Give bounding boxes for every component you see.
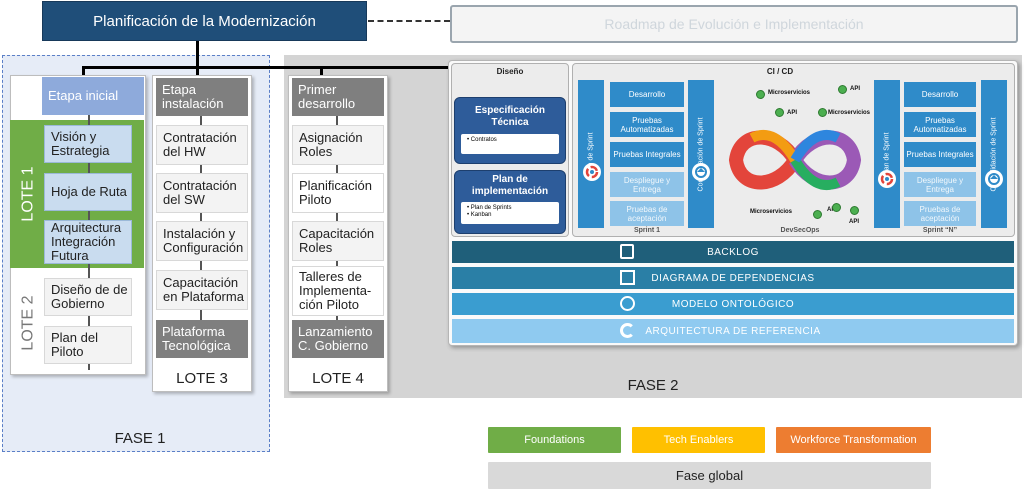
card-planificacion-piloto: Planificación Piloto (292, 173, 384, 213)
connector-horizontal (82, 66, 462, 69)
roadmap-title: Roadmap de Evolución e Implementación (450, 5, 1018, 43)
architecture-icon (620, 323, 635, 338)
card-diseno-gobierno: Diseño de de Gobierno (44, 278, 132, 316)
micro-label-2: Microservicios (828, 110, 871, 116)
micro-dot-2 (818, 108, 827, 117)
connector-col1 (82, 66, 85, 78)
card-plan-piloto: Plan del Piloto (44, 326, 132, 364)
cycle-icon (583, 163, 601, 181)
micro-label-3: Microservicios (750, 209, 793, 215)
ontology-icon (620, 296, 635, 311)
api-dot-2 (775, 108, 784, 117)
cicd-title: CI / CD (766, 67, 794, 76)
plan-title: Plan de implementación (471, 174, 549, 197)
api-label-1: API (850, 86, 861, 92)
dependencies-icon (620, 270, 635, 285)
devsecops-label: DevSecOps (780, 227, 820, 234)
sprintn-pruebas-integrales: Pruebas Integrales (904, 142, 976, 167)
card-instalacion: Instalación y Configuración (156, 221, 248, 261)
sprintn-aceptacion: Pruebas de aceptación (904, 201, 976, 226)
micro-dot-1 (756, 90, 765, 99)
card-vision: Visión y Estrategia (44, 125, 132, 163)
col4-footer: Lanzamiento C. Gobierno (292, 320, 384, 358)
sprint1-despliegue: Despliegue y Entrega (610, 172, 684, 197)
card-contratacion-sw: Contratación del SW (156, 173, 248, 213)
sprint1-label: Sprint 1 (633, 227, 661, 234)
sync-icon-n (985, 170, 1003, 188)
band-backlog: BACKLOG (452, 241, 1014, 263)
plan-sprint-bar-1: Plan de Sprint (578, 80, 604, 228)
band-arquitectura: ARQUITECTURA DE REFERENCIA (452, 319, 1014, 343)
spec-title: Especificación Técnica (474, 105, 546, 128)
lote4-label: LOTE 4 (312, 370, 364, 387)
sprintn-label: Sprint “N” (922, 227, 958, 234)
spec-box: Especificación Técnica • Contratos (454, 97, 566, 164)
api-label-4: API (849, 219, 860, 225)
plan-content: • Plan de Sprints • Kanban (461, 202, 559, 224)
sprint1-pruebas-integrales: Pruebas Integrales (610, 142, 684, 167)
plan-item-sprints: Plan de Sprints (470, 205, 512, 211)
legend-workforce: Workforce Transformation (776, 427, 931, 453)
backlog-icon (620, 244, 634, 259)
lote3-label: LOTE 3 (176, 370, 228, 387)
card-hoja-ruta: Hoja de Ruta (44, 173, 132, 211)
connector-trunk (196, 41, 199, 67)
legend-fase-global: Fase global (488, 462, 931, 489)
col1-head: Etapa inicial (42, 77, 144, 115)
plan-sprint-bar-n: Plan de Sprint (874, 80, 900, 228)
card-talleres: Talleres de Implementa-ción Piloto (292, 266, 384, 316)
consolidacion-bar-1: Consolidación de Sprint (688, 80, 714, 228)
api-dot-3 (813, 210, 822, 219)
card-contratacion-hw: Contratación del HW (156, 125, 248, 165)
connector-col4 (320, 66, 323, 78)
micro-dot-3 (832, 203, 841, 212)
fase1-label: FASE 1 (114, 430, 166, 447)
card-capacitacion-plataforma: Capacitación en Plataforma (156, 270, 248, 310)
diseno-title: Diseño (496, 67, 524, 76)
legend-tech-enablers: Tech Enablers (632, 427, 765, 453)
dashed-connector (368, 20, 450, 22)
spec-item: Contratos (470, 137, 497, 143)
plan-item-kanban: Kanban (470, 212, 492, 218)
band-dependencias: DIAGRAMA DE DEPENDENCIAS (452, 267, 1014, 289)
col3-footer: Plataforma Tecnológica (156, 320, 248, 358)
card-capacitacion-roles: Capacitación Roles (292, 221, 384, 261)
lote2-label: LOTE 2 (20, 294, 38, 351)
consolidacion-bar-n: Consolidación de Sprint (981, 80, 1007, 228)
sprintn-despliegue: Despliegue y Entrega (904, 172, 976, 197)
sync-icon (692, 163, 710, 181)
sprintn-desarrollo: Desarrollo (904, 82, 976, 107)
api-label-2: API (787, 110, 798, 116)
fase2-label: FASE 2 (627, 377, 679, 394)
connector-col3 (196, 66, 199, 78)
sprintn-pruebas-auto: Pruebas Automatizadas (904, 112, 976, 137)
micro-label-1: Microservicios (768, 90, 811, 96)
card-asignacion-roles: Asignación Roles (292, 125, 384, 165)
main-title: Planificación de la Modernización (42, 1, 367, 41)
sprint1-aceptacion: Pruebas de aceptación (610, 201, 684, 226)
plan-box: Plan de implementación • Plan de Sprints… (454, 170, 566, 234)
legend-foundations: Foundations (488, 427, 621, 453)
col4-head: Primer desarrollo (292, 78, 384, 116)
sprint1-pruebas-auto: Pruebas Automatizadas (610, 112, 684, 137)
cycle-icon-n (878, 170, 896, 188)
card-arquitectura: Arquitectura Integración Futura (44, 220, 132, 264)
api-dot-1 (838, 85, 847, 94)
col3-head: Etapa instalación (156, 78, 248, 116)
devsecops-infinity (722, 120, 868, 200)
sprint1-desarrollo: Desarrollo (610, 82, 684, 107)
api-dot-4 (850, 206, 859, 215)
band-ontologico: MODELO ONTOLÓGICO (452, 293, 1014, 315)
spec-content: • Contratos (461, 134, 559, 154)
lote1-label: LOTE 1 (20, 166, 38, 222)
